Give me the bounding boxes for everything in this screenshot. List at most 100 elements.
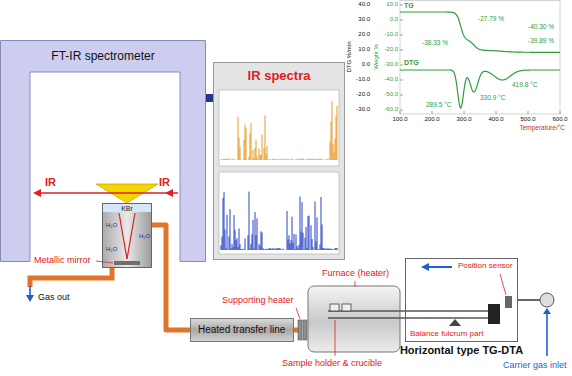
axis-tick: -30.0 <box>384 61 398 68</box>
axis-tick: -20.0 <box>384 46 398 53</box>
peak-value: 289.5 °C <box>426 101 451 108</box>
axis-tick: -10.0 <box>356 76 370 83</box>
window-label: KBr <box>103 204 151 213</box>
peak-value: 330.9 °C <box>480 94 505 101</box>
ir-spectrum-trace <box>221 101 337 160</box>
ir-arrowhead <box>33 189 41 197</box>
axis-title: DTG %/min <box>346 41 352 72</box>
transfer-line-box: Heated transfer line <box>190 318 294 342</box>
housing-outline <box>0 40 206 262</box>
axis-tick: 40.0 <box>358 1 370 8</box>
peak-value: 419.8 °C <box>512 81 537 88</box>
flow-label: Gas out <box>38 292 70 302</box>
axis-tick: 400.0 <box>488 116 503 123</box>
axis-tick: 10.0 <box>386 1 398 8</box>
connector <box>206 94 213 102</box>
balance-fulcrum <box>449 319 461 326</box>
part-label: Metallic mirror <box>34 255 91 265</box>
axis-tick: -20.0 <box>356 91 370 98</box>
axis-tick: -60.0 <box>384 106 398 113</box>
gas-flow-arrowhead <box>421 263 429 271</box>
spectrum-plot <box>219 172 339 254</box>
metallic-mirror <box>114 261 140 265</box>
tg-curve <box>400 12 560 52</box>
axis-tick: 100.0 <box>392 116 407 123</box>
dtg-curve <box>400 70 560 108</box>
gas-cell-body <box>102 203 152 268</box>
step-value: -40.30 % <box>528 23 554 30</box>
spectrum-plot <box>219 90 339 166</box>
step-value: -39.89 % <box>528 37 554 44</box>
kbr-window <box>102 203 152 212</box>
part-label: Balance fulcrum part <box>410 329 483 338</box>
axis-tick: 0.0 <box>362 61 370 68</box>
ir-beam <box>127 213 135 259</box>
leader-line <box>296 308 300 319</box>
gas-inlet <box>540 293 554 307</box>
molecule-label: H₂O <box>106 246 117 253</box>
step-value: -38.33 % <box>422 39 448 46</box>
position-sensor <box>505 296 512 308</box>
leader-line <box>96 261 113 263</box>
axis-tick: 10.0 <box>358 46 370 53</box>
curve-label: TG <box>404 2 414 10</box>
spectra-panel: IR spectra <box>213 62 345 260</box>
ir-beam <box>119 213 127 259</box>
inlet-arrow <box>546 313 548 356</box>
counterweight <box>488 304 500 324</box>
axis-tick: 500.0 <box>520 116 535 123</box>
supporting-heater <box>303 320 307 340</box>
spectra-traces <box>221 101 337 250</box>
ir-spectrum-trace <box>221 192 337 250</box>
instrument-housing: FT-IR spectrometerKBr <box>0 40 206 262</box>
axis-ticks <box>400 5 560 114</box>
instrument-name: FT-IR spectrometer <box>0 49 206 63</box>
ir-arrowhead <box>165 189 173 197</box>
inlet-arrowhead <box>543 308 551 314</box>
axis-tick: 200.0 <box>424 116 439 123</box>
ir-beam <box>36 192 178 194</box>
component-name: Heated transfer line <box>191 319 292 341</box>
flow-arrow <box>29 286 31 296</box>
axis-tick: -10.0 <box>384 31 398 38</box>
part-label: Supporting heater <box>222 295 294 305</box>
part-label: Furnace (heater) <box>322 268 389 278</box>
leader-line <box>335 320 336 356</box>
axis-tick: -50.0 <box>384 91 398 98</box>
axis-tick: -40.0 <box>384 76 398 83</box>
axis-title: Temperature/°C <box>519 124 565 131</box>
axis-tick: 30.0 <box>358 16 370 23</box>
curve-label: DTG <box>404 59 419 67</box>
instrument-name: Horizontal type TG-DTA <box>400 344 523 356</box>
furnace <box>308 286 400 352</box>
axis-tick: 300.0 <box>456 116 471 123</box>
exhaust-tube <box>30 268 112 287</box>
axis-tick: 20.0 <box>358 31 370 38</box>
flow-arrowhead <box>26 295 34 302</box>
flow-label: Carrier gas inlet <box>503 360 567 370</box>
panel-title: IR spectra <box>214 68 344 83</box>
thermogram <box>400 5 560 114</box>
beam-label: IR <box>159 176 170 189</box>
axis-tick: 600.0 <box>552 116 567 123</box>
balance-beam <box>328 310 495 312</box>
leader-line <box>355 281 356 287</box>
supporting-heater <box>298 320 302 340</box>
part-label: Sample holder & crucible <box>282 358 382 368</box>
balance-beam <box>328 317 495 319</box>
axis-title: Weight % <box>373 44 379 70</box>
molecule-label: H₂O <box>106 222 117 229</box>
axis-tick: -30.0 <box>356 106 370 113</box>
step-value: -27.79 % <box>478 15 504 22</box>
crucible <box>330 304 339 311</box>
inlet-pipe <box>518 299 540 301</box>
chart-frame <box>400 1 560 115</box>
part-label: Position sensor <box>458 261 513 270</box>
crucible <box>342 304 351 311</box>
molecule-label: H₂O <box>139 233 150 240</box>
axis-tick: 0.0 <box>390 16 398 23</box>
leader-line <box>500 274 506 295</box>
spectra-panel-ground <box>213 62 345 260</box>
housing-outline <box>1 41 206 262</box>
gas-flow-arrow <box>428 266 452 268</box>
